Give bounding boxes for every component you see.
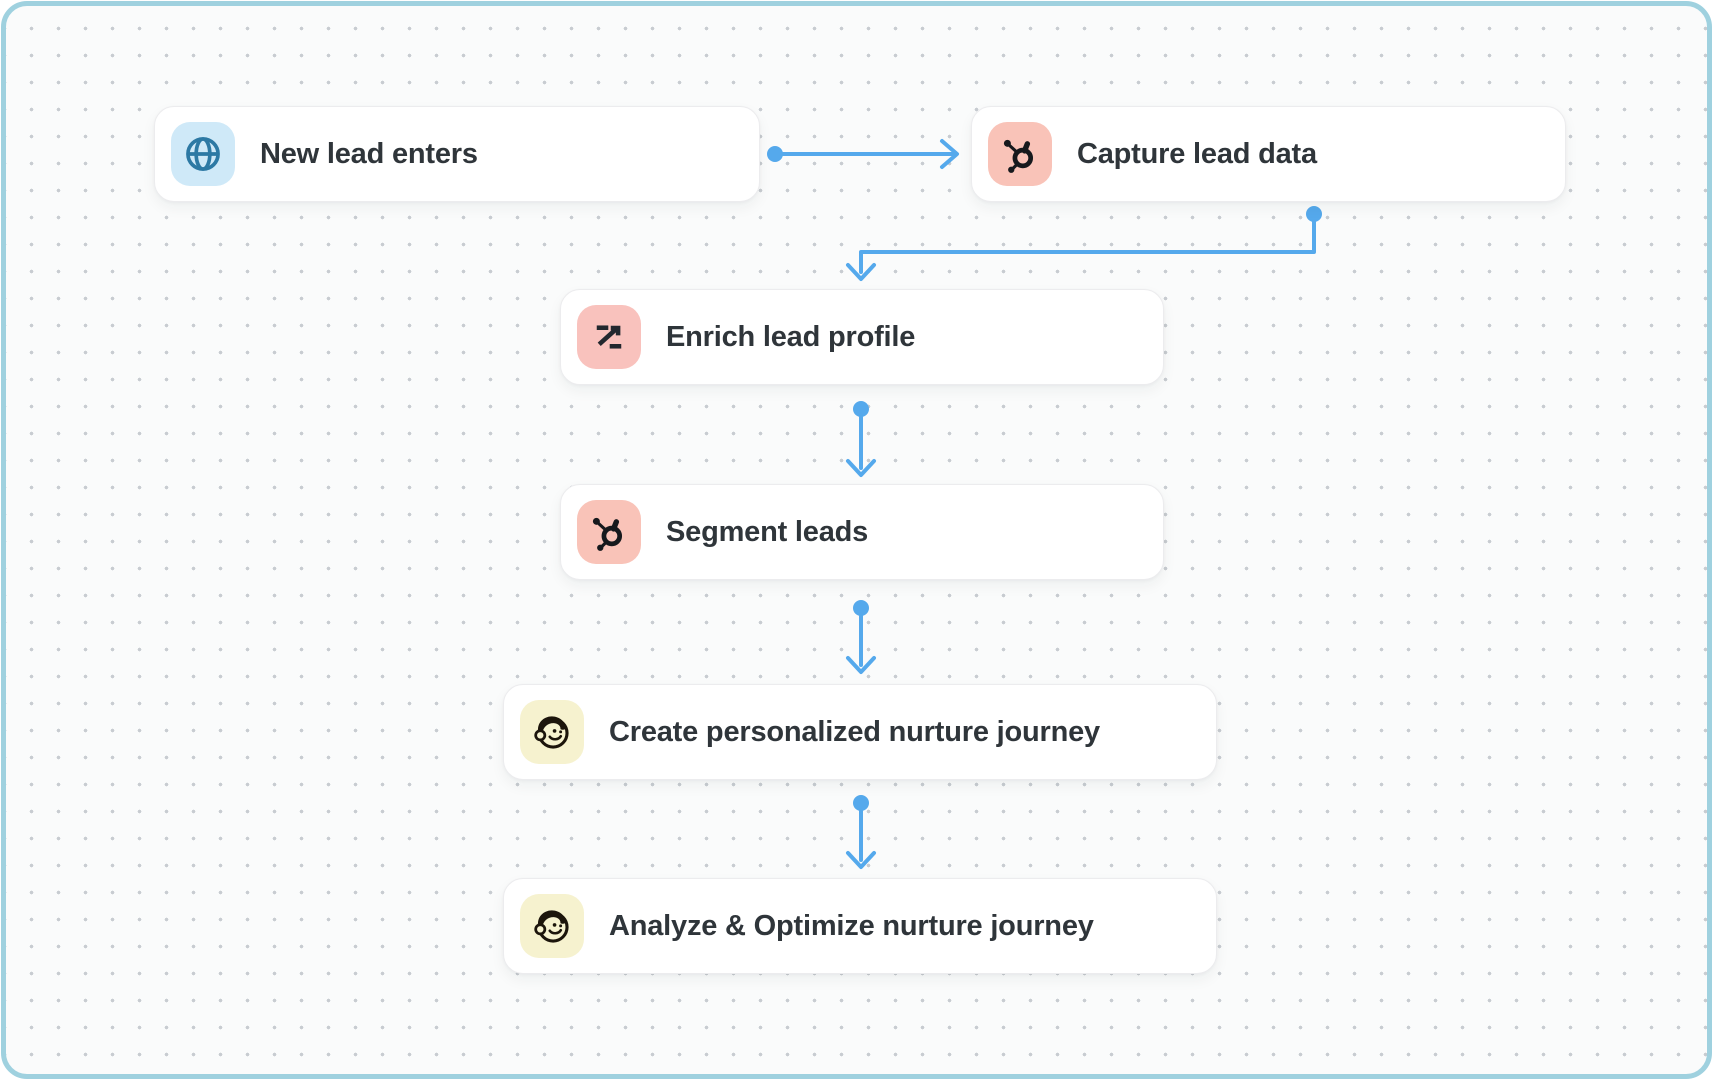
edge-new-lead-to-capture <box>767 139 959 169</box>
hubspot-icon <box>577 500 641 564</box>
edge-create-to-analyze <box>846 795 876 869</box>
edge-segment-to-create <box>846 600 876 674</box>
mailchimp-icon <box>520 894 584 958</box>
node-label: Create personalized nurture journey <box>609 715 1100 748</box>
node-label: New lead enters <box>260 137 478 170</box>
edge-enrich-to-segment <box>846 401 876 477</box>
node-label: Capture lead data <box>1077 137 1317 170</box>
node-create-personalized-nurture-journey[interactable]: Create personalized nurture journey <box>503 684 1217 780</box>
node-analyze-optimize-nurture-journey[interactable]: Analyze & Optimize nurture journey <box>503 878 1217 974</box>
node-label: Enrich lead profile <box>666 320 916 353</box>
node-segment-leads[interactable]: Segment leads <box>560 484 1164 580</box>
mailchimp-icon <box>520 700 584 764</box>
node-enrich-lead-profile[interactable]: Enrich lead profile <box>560 289 1164 385</box>
z-arrow-icon <box>577 305 641 369</box>
node-label: Segment leads <box>666 515 869 548</box>
globe-icon <box>171 122 235 186</box>
edge-capture-to-enrich <box>846 206 1322 281</box>
node-capture-lead-data[interactable]: Capture lead data <box>971 106 1566 202</box>
node-label: Analyze & Optimize nurture journey <box>609 909 1094 942</box>
node-new-lead-enters[interactable]: New lead enters <box>154 106 760 202</box>
hubspot-icon <box>988 122 1052 186</box>
